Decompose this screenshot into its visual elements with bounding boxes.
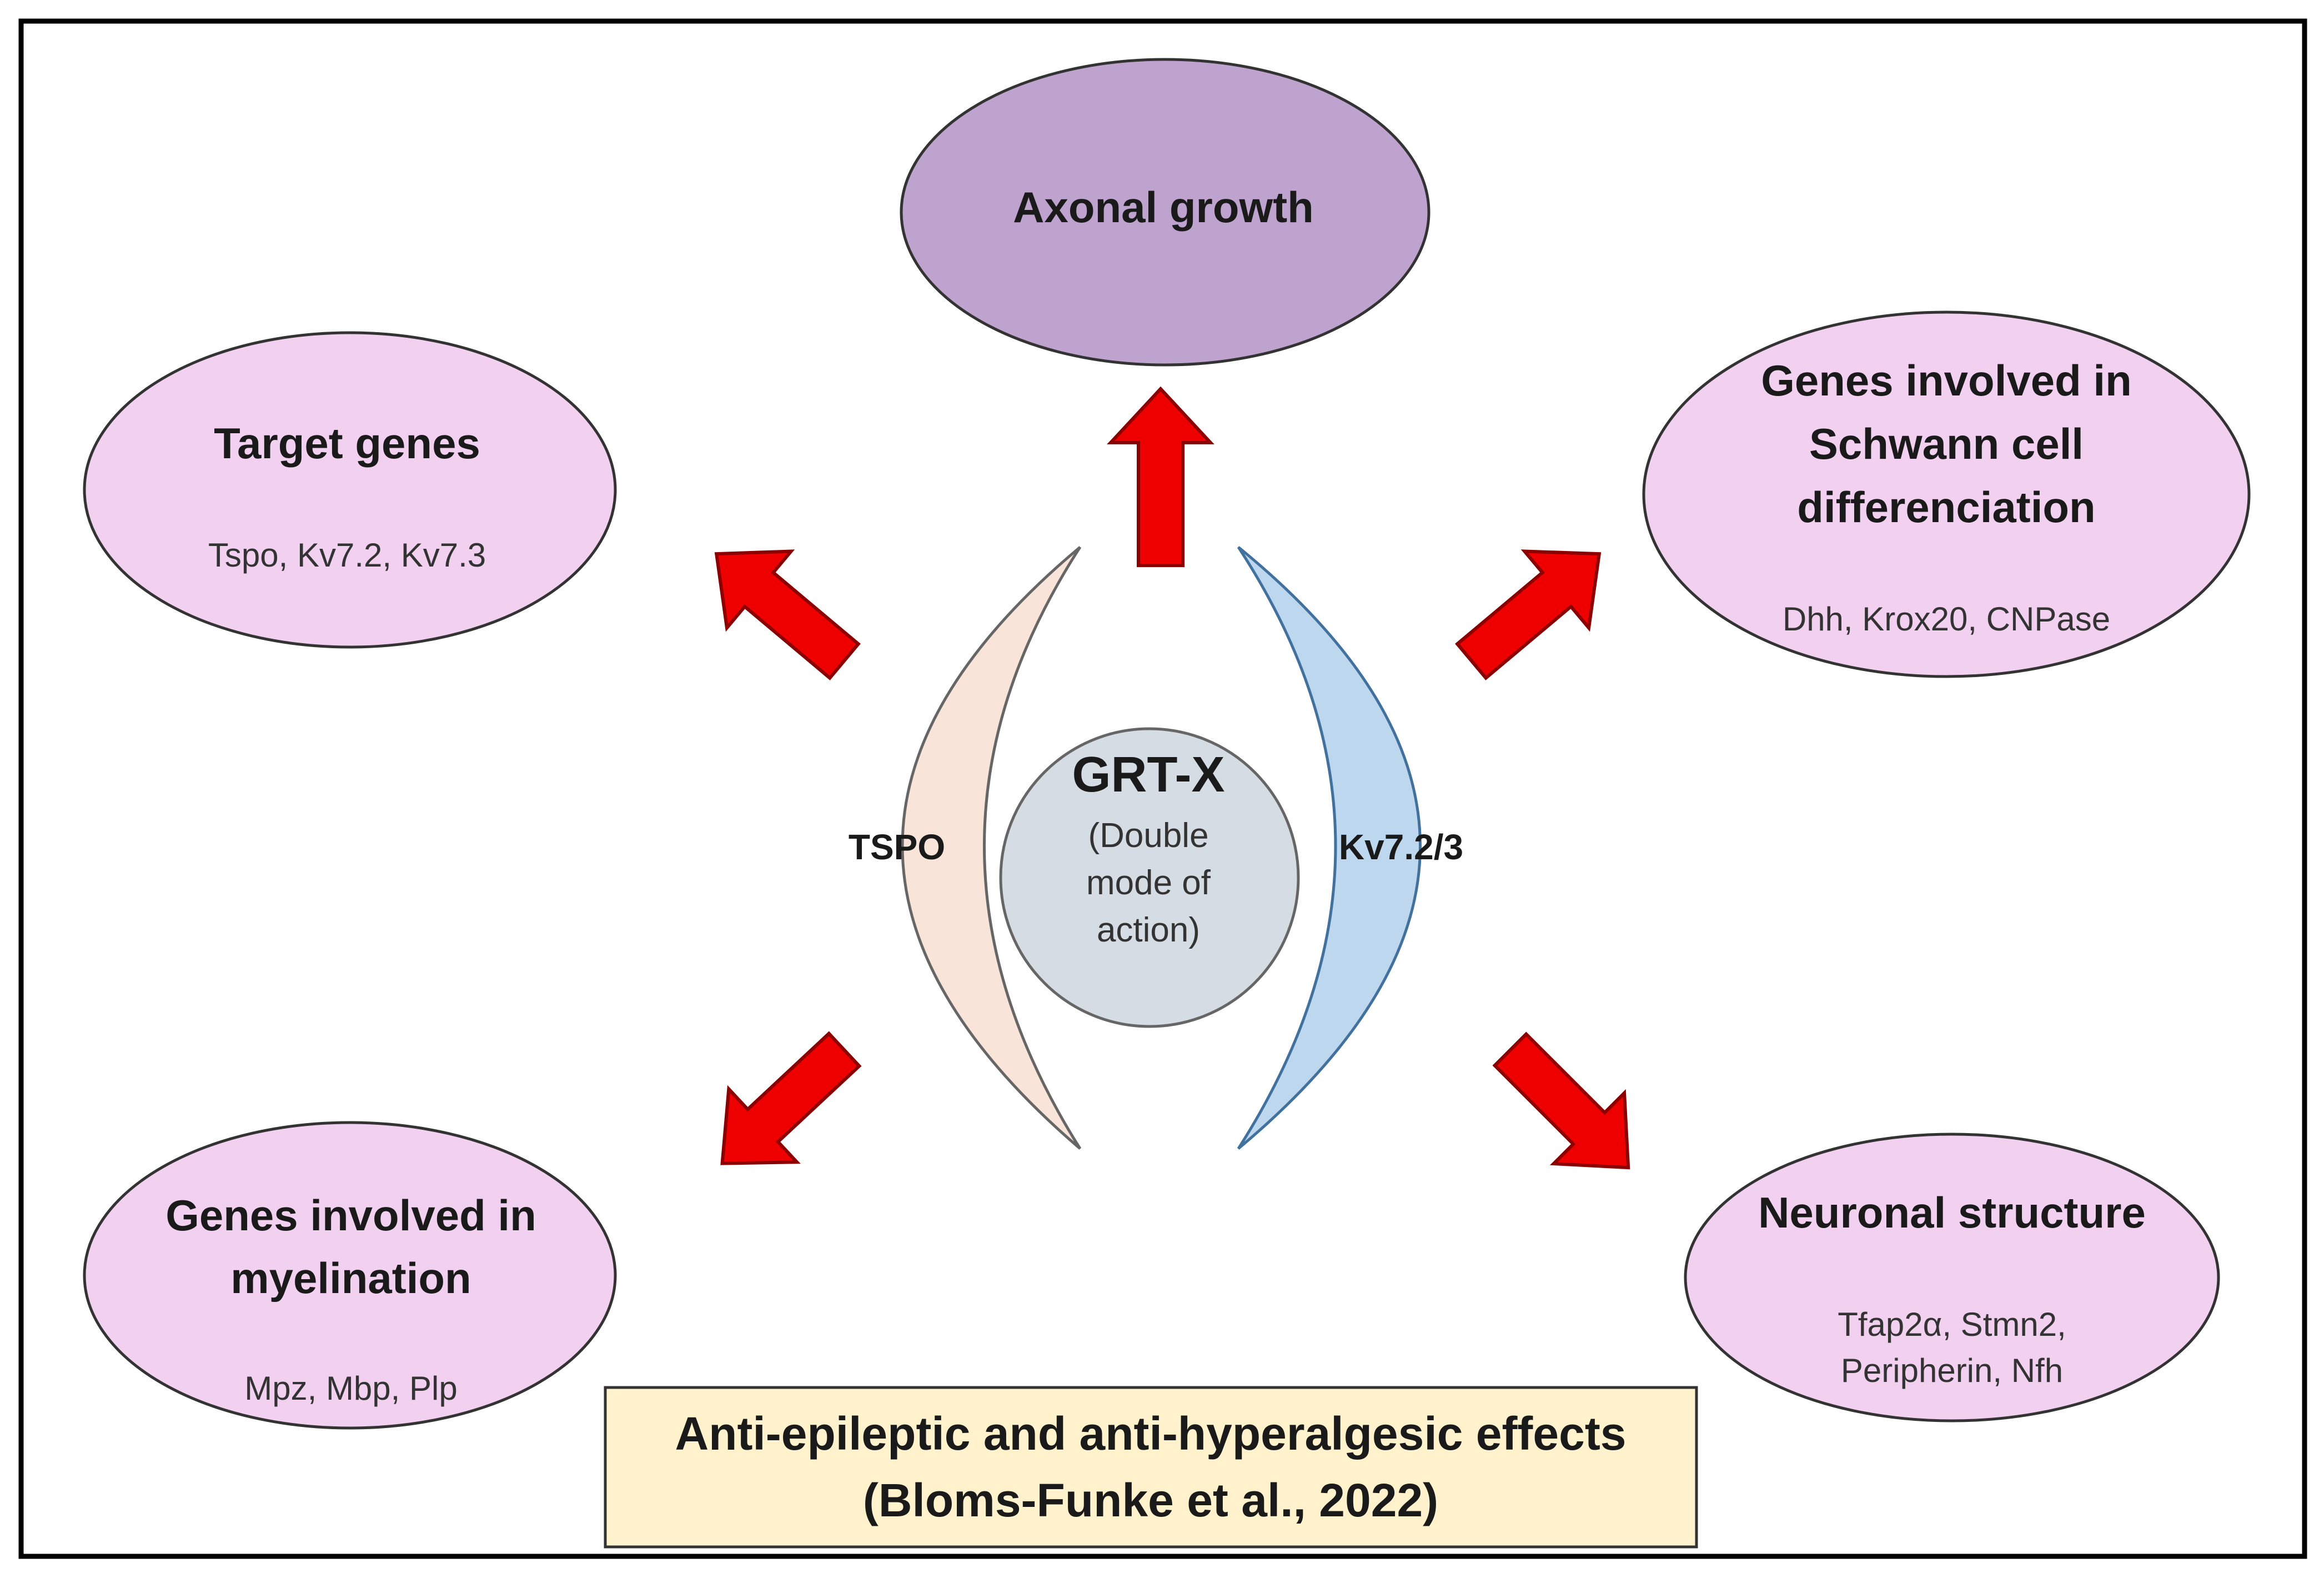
effects-line-2: (Bloms-Funke et al., 2022) (863, 1474, 1438, 1526)
axonal-growth-node (900, 58, 1430, 367)
arrow-lower-left (720, 1031, 862, 1165)
schwann-detail: Dhh, Krox20, CNPase (1783, 600, 2110, 638)
center-subtitle-line-3: action) (1097, 911, 1200, 949)
schwann-title-line-2: Schwann cell (1809, 419, 2084, 468)
effects-line-1: Anti-epileptic and anti-hyperalgesic eff… (675, 1407, 1626, 1460)
neuronal-detail-line-2: Peripherin, Nfh (1841, 1352, 2063, 1389)
arrow-lower-right (1492, 1031, 1630, 1170)
myelination-node (83, 1121, 617, 1430)
myelination-title-line-2: myelination (230, 1254, 471, 1303)
center-title: GRT-X (1072, 747, 1224, 803)
center-circle (999, 727, 1300, 1028)
tspo-crescent (901, 546, 1082, 1150)
neuronal-title: Neuronal structure (1758, 1188, 2146, 1237)
target-genes-detail: Tspo, Kv7.2, Kv7.3 (208, 537, 486, 574)
schwann-node (1642, 310, 2251, 678)
arrow-up (1107, 386, 1214, 567)
schwann-title-line-3: differenciation (1797, 483, 2095, 532)
axonal-growth-title: Axonal growth (1013, 183, 1314, 232)
arrows (714, 386, 1630, 1170)
arrow-upper-left (714, 549, 861, 680)
kv-label: Kv7.2/3 (1339, 827, 1463, 867)
arrow-upper-right (1455, 549, 1602, 680)
neuronal-detail-line-1: Tfap2α, Stmn2, (1838, 1306, 2066, 1343)
neuronal-node (1684, 1133, 2220, 1422)
target-genes-node (83, 331, 617, 649)
center-subtitle-line-1: (Double (1088, 816, 1208, 855)
myelination-detail: Mpz, Mbp, Plp (244, 1370, 457, 1407)
schwann-title-line-1: Genes involved in (1761, 356, 2132, 405)
center-subtitle-line-2: mode of (1086, 864, 1211, 902)
target-genes-title: Target genes (214, 419, 480, 468)
tspo-label: TSPO (849, 827, 945, 867)
kv-crescent (1237, 546, 1422, 1150)
myelination-title-line-1: Genes involved in (165, 1191, 536, 1240)
effects-box (604, 1386, 1698, 1549)
